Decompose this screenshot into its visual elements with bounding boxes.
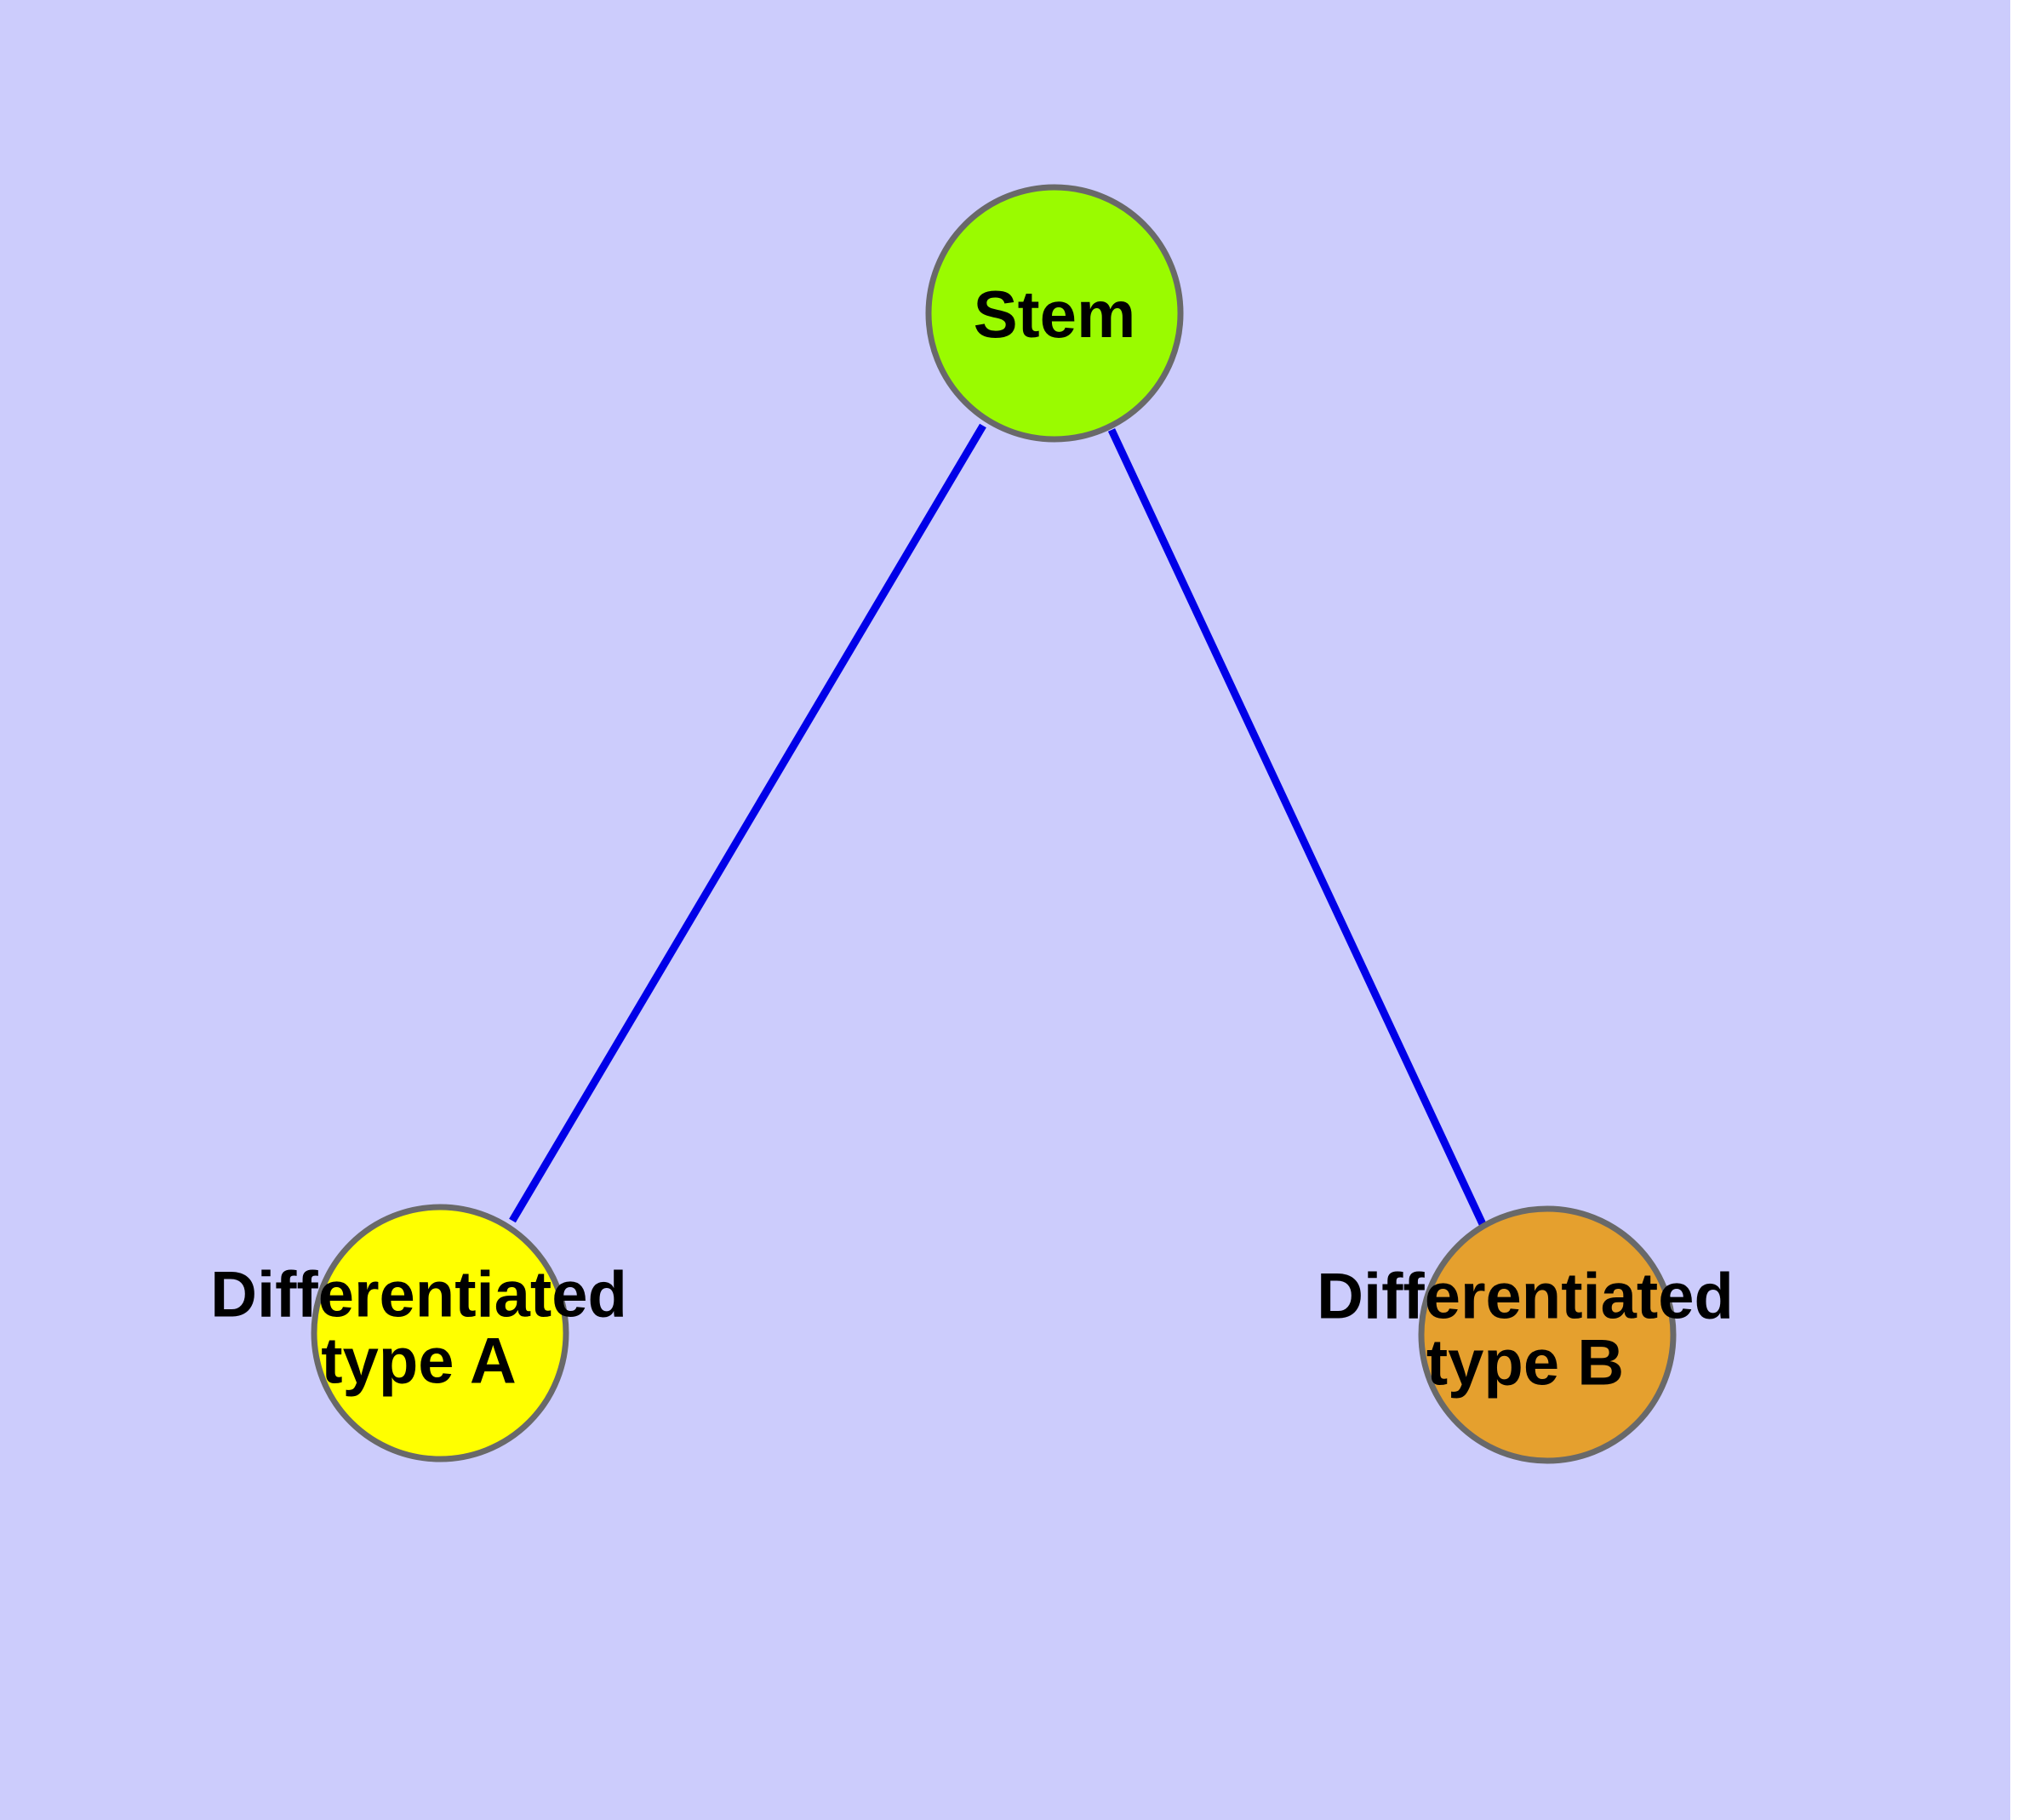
edge-stem-to-differentiated-type-b[interactable] [1107,428,1487,1226]
node-stem[interactable] [925,184,1184,443]
edge-layer [509,423,1487,1226]
node-differentiated-type-a[interactable] [311,1204,569,1462]
edge-stem-to-differentiated-type-a[interactable] [509,423,986,1223]
node-layer [311,184,1677,1464]
node-differentiated-type-b[interactable] [1418,1205,1677,1464]
